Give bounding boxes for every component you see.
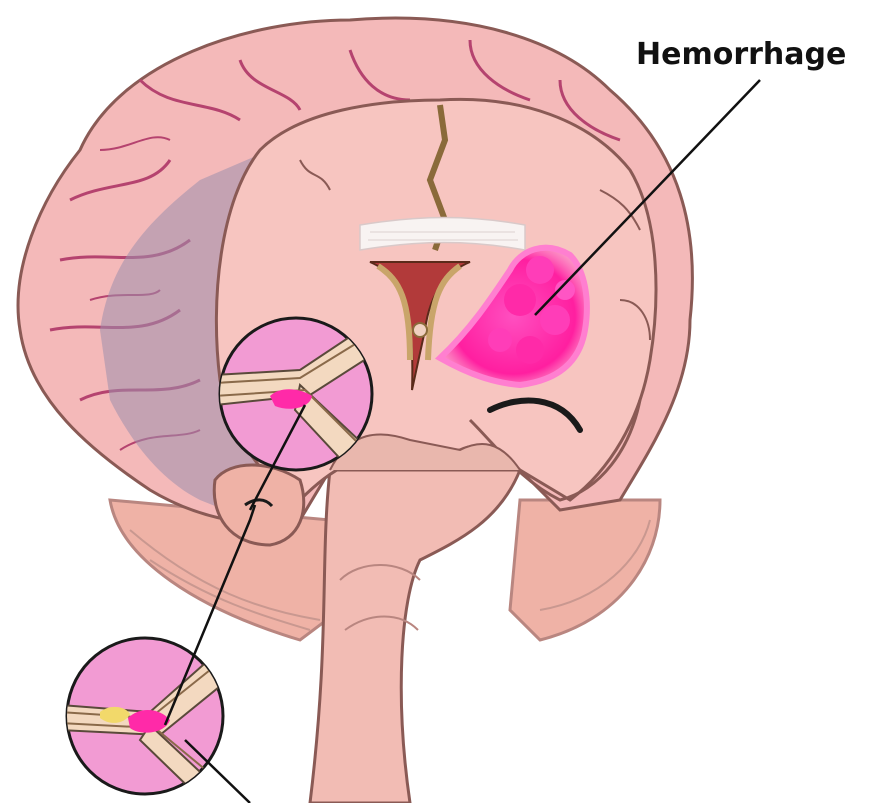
brain-stem [310,470,520,803]
magnified-vessel-lower [60,638,240,803]
hemorrhage-label: Hemorrhage [636,40,846,70]
